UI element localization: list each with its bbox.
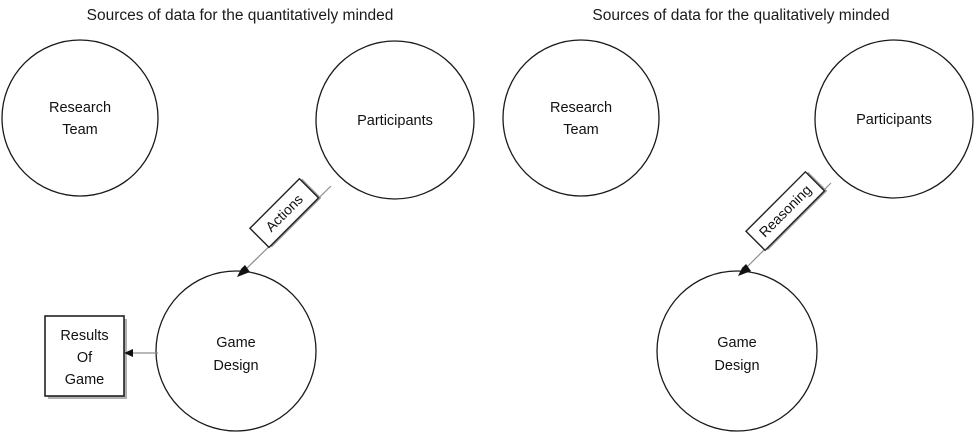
participants-circle-shape-2 <box>814 39 974 199</box>
edge-arrowhead-actions <box>237 265 250 277</box>
box-results-of-game[interactable]: Results Of Game <box>44 315 127 399</box>
edge-arrowhead-results <box>124 349 133 357</box>
game-design-circle-shape-2 <box>656 270 818 432</box>
edge-label-actions-box <box>248 177 320 249</box>
node-game-design-qualitative[interactable]: Game Design <box>656 270 818 432</box>
panel-quantitative: Sources of data for the quantitatively m… <box>1 7 475 432</box>
game-design-label-line1: Game <box>216 335 256 351</box>
panel-qualitative: Sources of data for the qualitatively mi… <box>502 7 974 432</box>
panel-title-quantitative: Sources of data for the quantitatively m… <box>87 7 394 24</box>
edge-participants-to-game-design-quantitative: Actions <box>237 177 332 277</box>
edge-participants-to-game-design-qualitative: Reasoning <box>738 170 832 276</box>
edge-label-reasoning-box <box>744 170 826 252</box>
edge-arrowhead-reasoning <box>738 264 751 276</box>
research-team-label-line1: Research <box>49 100 111 116</box>
game-design-label-line1-2: Game <box>717 335 757 351</box>
research-team-label-line2-2: Team <box>563 122 598 138</box>
participants-circle-shape <box>315 40 475 200</box>
game-design-circle-shape <box>155 270 317 432</box>
edge-label-reasoning: Reasoning <box>744 170 828 252</box>
results-of-game-label-line2: Of <box>77 350 93 366</box>
research-team-label-line2: Team <box>62 122 97 138</box>
results-of-game-label-line1: Results <box>60 328 108 344</box>
results-of-game-box-shape <box>44 315 125 397</box>
edge-game-design-to-results <box>124 349 158 357</box>
research-team-circle-shape <box>1 39 159 197</box>
node-research-team-quantitative[interactable]: Research Team <box>1 39 159 197</box>
node-research-team-qualitative[interactable]: Research Team <box>502 39 660 197</box>
research-team-label-line1-2: Research <box>550 100 612 116</box>
results-of-game-label-line3: Game <box>65 372 105 388</box>
participants-label-line1-2: Participants <box>856 112 932 128</box>
research-team-circle-shape-2 <box>502 39 660 197</box>
node-game-design-quantitative[interactable]: Game Design <box>155 270 317 432</box>
panel-title-qualitative: Sources of data for the qualitatively mi… <box>592 7 889 24</box>
game-design-label-line2-2: Design <box>714 358 759 374</box>
participants-label-line1: Participants <box>357 113 433 129</box>
node-participants-qualitative[interactable]: Participants <box>814 39 974 199</box>
game-design-label-line2: Design <box>213 358 258 374</box>
edge-label-actions: Actions <box>248 177 322 249</box>
node-participants-quantitative[interactable]: Participants <box>315 40 475 200</box>
